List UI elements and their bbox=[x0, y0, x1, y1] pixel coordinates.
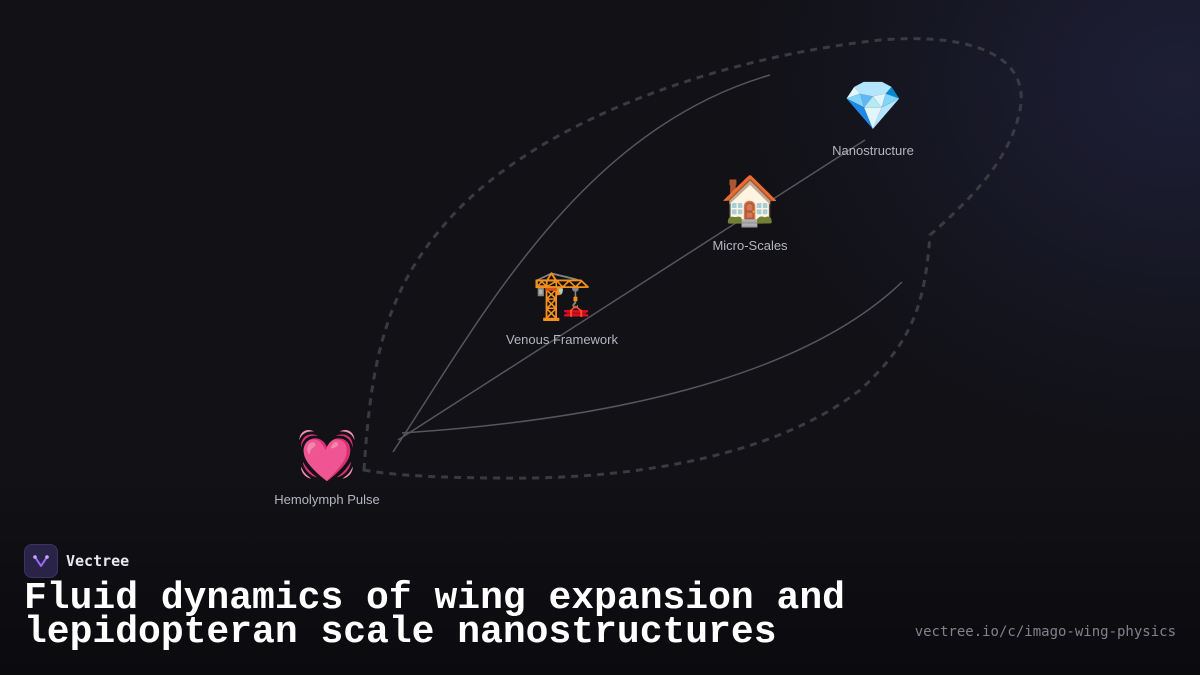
page-title: Fluid dynamics of wing expansion and lep… bbox=[24, 577, 845, 654]
node-label: Hemolymph Pulse bbox=[274, 492, 380, 507]
node-venous-framework[interactable]: 🏗️ Venous Framework bbox=[506, 268, 618, 347]
node-label: Nanostructure bbox=[832, 143, 914, 158]
house-icon: 🏠 bbox=[720, 175, 780, 228]
node-nanostructure[interactable]: 💎 Nanostructure bbox=[832, 79, 914, 158]
node-label: Venous Framework bbox=[506, 332, 618, 347]
gem-icon: 💎 bbox=[843, 80, 903, 133]
node-hemolymph-pulse[interactable]: 💓 Hemolymph Pulse bbox=[274, 428, 380, 507]
beating-heart-icon: 💓 bbox=[297, 429, 357, 482]
node-label: Micro-Scales bbox=[712, 238, 788, 253]
wing-vein-middle bbox=[397, 139, 866, 441]
page-url[interactable]: vectree.io/c/imago-wing-physics bbox=[914, 624, 1176, 640]
crane-icon: 🏗️ bbox=[532, 269, 592, 322]
brand-name: Vectree bbox=[66, 552, 130, 570]
wing-outline bbox=[362, 37, 1023, 480]
wing-vein-upper bbox=[392, 74, 771, 453]
node-micro-scales[interactable]: 🏠 Micro-Scales bbox=[712, 174, 787, 253]
vectree-logo-icon bbox=[24, 544, 58, 578]
wing-vein-lower bbox=[401, 281, 903, 434]
brand[interactable]: Vectree bbox=[24, 544, 129, 578]
